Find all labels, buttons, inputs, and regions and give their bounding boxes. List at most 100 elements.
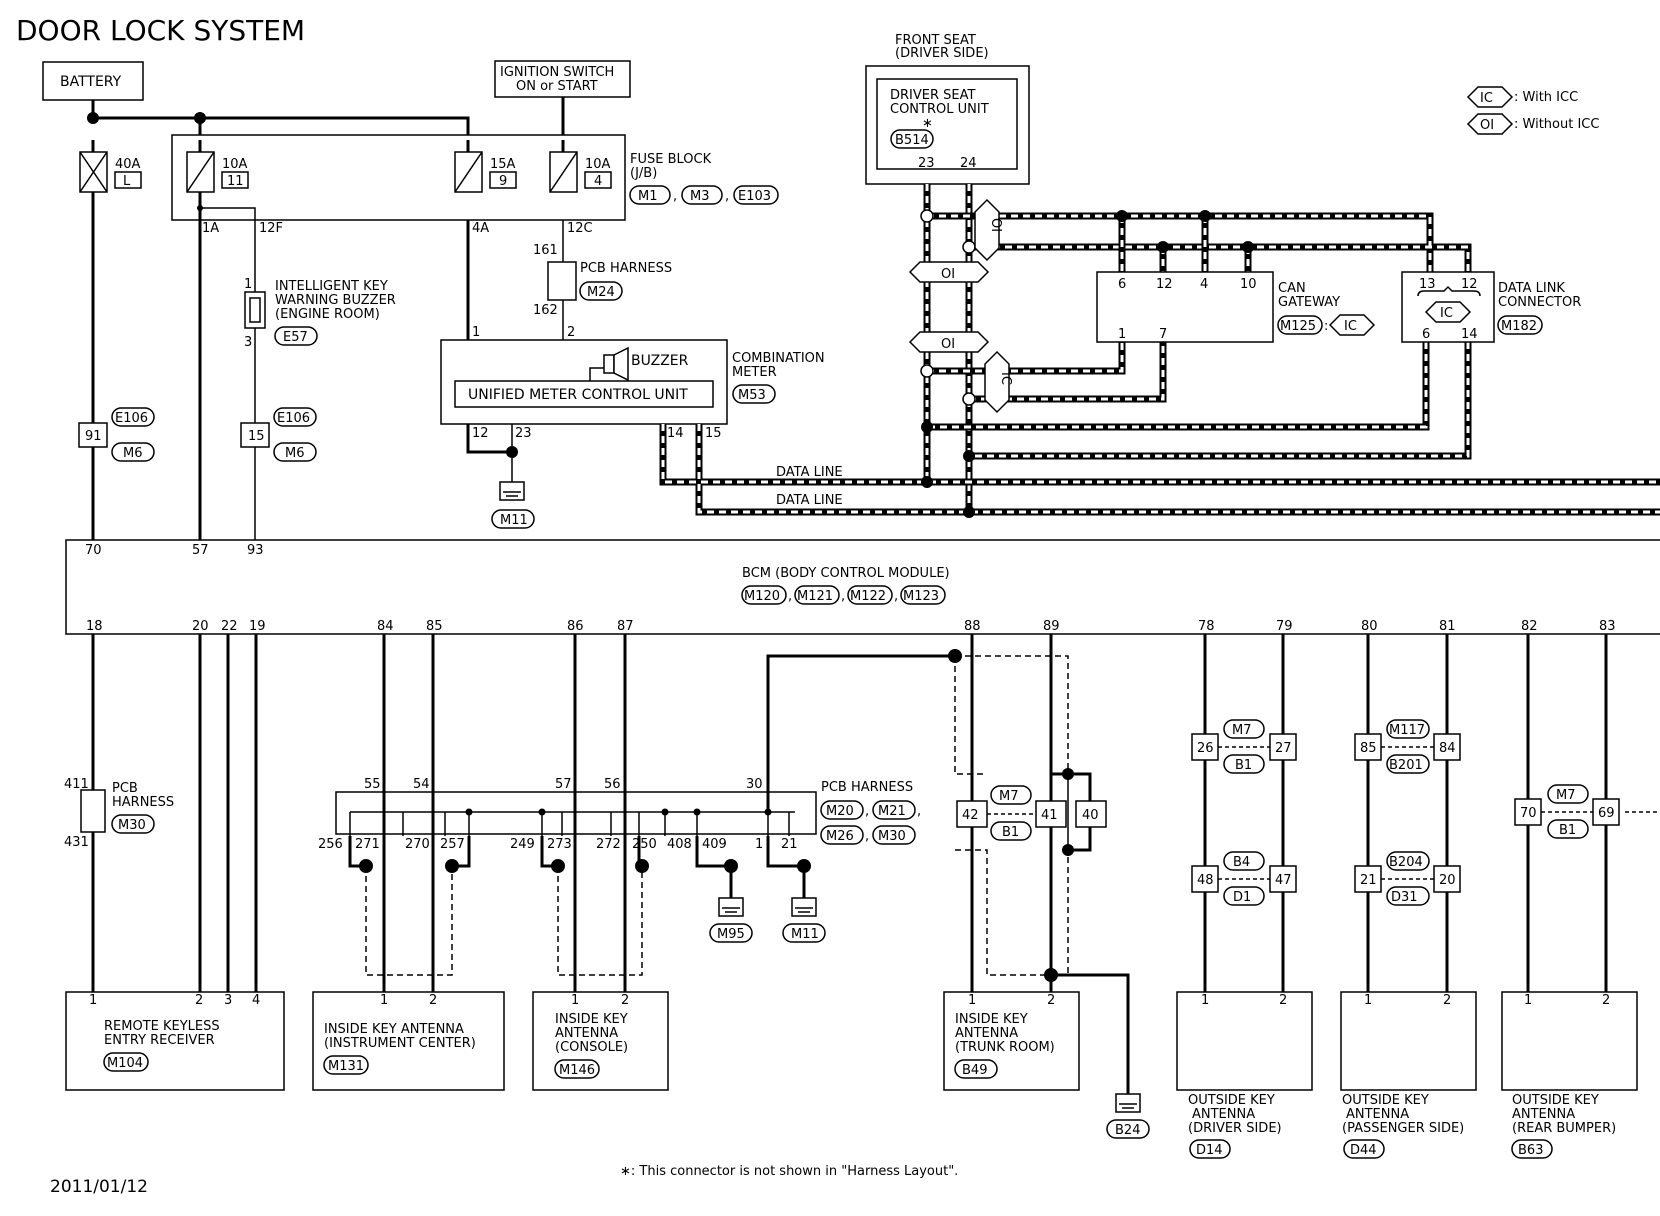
svg-text:M117: M117: [1389, 723, 1425, 738]
svg-text:57: 57: [555, 777, 572, 792]
svg-text:PCB: PCB: [112, 781, 138, 796]
outside-key-antenna-passenger-side: 1 2 OUTSIDE KEY ANTENNA (PASSENGER SIDE)…: [1340, 991, 1477, 1159]
svg-text:69: 69: [1598, 806, 1615, 821]
svg-text:79: 79: [1276, 619, 1293, 634]
pin-1a: 1A: [202, 221, 219, 236]
svg-text:M121: M121: [797, 589, 833, 604]
svg-text:M3: M3: [690, 189, 710, 204]
fuse-block-connectors: M1 , M3 , E103: [629, 185, 779, 205]
front-seat: FRONT SEAT (DRIVER SIDE) DRIVER SEAT CON…: [865, 33, 1030, 185]
svg-text:1: 1: [968, 993, 976, 1008]
inside-key-antenna-console: 1 2 INSIDE KEY ANTENNA (CONSOLE) M146: [532, 991, 669, 1091]
svg-text::: :: [1324, 319, 1328, 334]
pin-12c: 12C: [567, 221, 593, 236]
svg-text:B63: B63: [1518, 1143, 1543, 1158]
svg-text:PCB HARNESS: PCB HARNESS: [821, 780, 913, 795]
svg-text:18: 18: [86, 619, 103, 634]
svg-text:,: ,: [788, 589, 792, 604]
svg-text:40A: 40A: [115, 157, 141, 172]
svg-text:56: 56: [604, 777, 621, 792]
svg-text:24: 24: [960, 156, 977, 171]
legend-oi-symbol: OI: [1480, 118, 1494, 133]
svg-text:INTELLIGENT KEY: INTELLIGENT KEY: [275, 279, 388, 294]
svg-text:M125: M125: [1280, 319, 1316, 334]
svg-text:81: 81: [1439, 619, 1456, 634]
svg-text:2: 2: [621, 993, 629, 1008]
svg-text:9: 9: [499, 174, 507, 189]
svg-text:CONNECTOR: CONNECTOR: [1498, 295, 1581, 310]
svg-text:1: 1: [571, 993, 579, 1008]
svg-text:BATTERY: BATTERY: [60, 74, 122, 90]
svg-text:48: 48: [1197, 873, 1214, 888]
svg-text:,: ,: [841, 589, 845, 604]
ground-m95: M95: [709, 897, 753, 943]
svg-text:E106: E106: [277, 411, 310, 426]
svg-text:6: 6: [1422, 327, 1430, 342]
svg-text:E103: E103: [738, 189, 771, 204]
svg-text:B201: B201: [1389, 758, 1423, 773]
svg-text:M26: M26: [826, 829, 854, 844]
inside-key-antenna-instrument-center: 1 2 INSIDE KEY ANTENNA (INSTRUMENT CENTE…: [312, 991, 505, 1091]
svg-text:IC: IC: [1344, 319, 1357, 334]
svg-text:1: 1: [472, 325, 480, 340]
svg-text:DRIVER SEAT: DRIVER SEAT: [890, 88, 975, 103]
fuse-10a-4: 10A 4: [549, 151, 612, 193]
legend-ic-label: : With ICC: [1514, 90, 1578, 105]
svg-text:27: 27: [1275, 741, 1292, 756]
svg-text:M120: M120: [744, 589, 780, 604]
svg-text:M11: M11: [500, 513, 528, 528]
svg-text:15A: 15A: [490, 157, 516, 172]
svg-text:HARNESS: HARNESS: [112, 795, 174, 810]
variant-tags: OI OI OI IC: [908, 198, 1013, 414]
svg-text:B49: B49: [962, 1063, 987, 1078]
svg-text:ANTENNA: ANTENNA: [955, 1026, 1018, 1041]
svg-text:78: 78: [1198, 619, 1215, 634]
pin-4a: 4A: [472, 221, 489, 236]
combination-meter: UNIFIED METER CONTROL UNIT BUZZER COMBIN…: [440, 325, 825, 441]
svg-text:WARNING BUZZER: WARNING BUZZER: [275, 293, 396, 308]
svg-text:CAN: CAN: [1278, 281, 1306, 296]
svg-text:80: 80: [1361, 619, 1378, 634]
svg-text:12: 12: [1461, 277, 1478, 292]
svg-text:M30: M30: [118, 818, 146, 833]
svg-text:1: 1: [1118, 327, 1126, 342]
svg-text:GATEWAY: GATEWAY: [1278, 295, 1340, 310]
svg-text:4: 4: [252, 993, 260, 1008]
svg-text:26: 26: [1197, 741, 1214, 756]
svg-text:21: 21: [1360, 873, 1377, 888]
outside-key-antenna-driver-side: 1 2 OUTSIDE KEY ANTENNA (DRIVER SIDE) D1…: [1176, 991, 1313, 1159]
svg-text:70: 70: [1520, 806, 1537, 821]
svg-text:2: 2: [1602, 993, 1610, 1008]
svg-text:B514: B514: [895, 133, 929, 148]
ground-m11-mid: M11: [782, 897, 826, 943]
can-gateway: 6 12 4 10 1 7 CAN GATEWAY M125 : IC: [1096, 271, 1376, 343]
remote-keyless-entry-receiver: 1 2 3 4 REMOTE KEYLESS ENTRY RECEIVER M1…: [65, 991, 285, 1091]
svg-text:257: 257: [440, 837, 465, 852]
svg-text:B4: B4: [1233, 855, 1250, 870]
svg-text:B24: B24: [1115, 1123, 1140, 1138]
svg-text:M131: M131: [328, 1059, 364, 1074]
svg-text:7: 7: [1159, 327, 1167, 342]
svg-text:COMBINATION: COMBINATION: [732, 351, 825, 366]
svg-text:14: 14: [667, 426, 684, 441]
svg-text:,: ,: [725, 189, 729, 204]
svg-text:1: 1: [89, 993, 97, 1008]
svg-text:L: L: [123, 174, 131, 189]
svg-text:M182: M182: [1501, 319, 1537, 334]
svg-text:89: 89: [1043, 619, 1060, 634]
svg-text:CONTROL UNIT: CONTROL UNIT: [890, 102, 989, 117]
svg-text:1: 1: [244, 277, 252, 292]
svg-text:2: 2: [195, 993, 203, 1008]
bus-junctions: [920, 209, 1254, 518]
svg-text:D1: D1: [1233, 890, 1251, 905]
fuse-block-label: FUSE BLOCK: [630, 152, 712, 167]
inside-key-antenna-trunk-room: 1 2 INSIDE KEY ANTENNA (TRUNK ROOM) B49: [943, 991, 1080, 1091]
svg-text:B1: B1: [1559, 823, 1576, 838]
outside-key-antenna-rear-bumper: 1 2 OUTSIDE KEY ANTENNA (REAR BUMPER) B6…: [1501, 991, 1638, 1159]
pin-12f: 12F: [259, 221, 283, 236]
fuse-15a: 15A 9: [454, 151, 517, 193]
svg-text:40: 40: [1082, 808, 1099, 823]
svg-text:ANTENNA: ANTENNA: [1346, 1107, 1409, 1122]
svg-text:REMOTE KEYLESS: REMOTE KEYLESS: [104, 1019, 220, 1034]
